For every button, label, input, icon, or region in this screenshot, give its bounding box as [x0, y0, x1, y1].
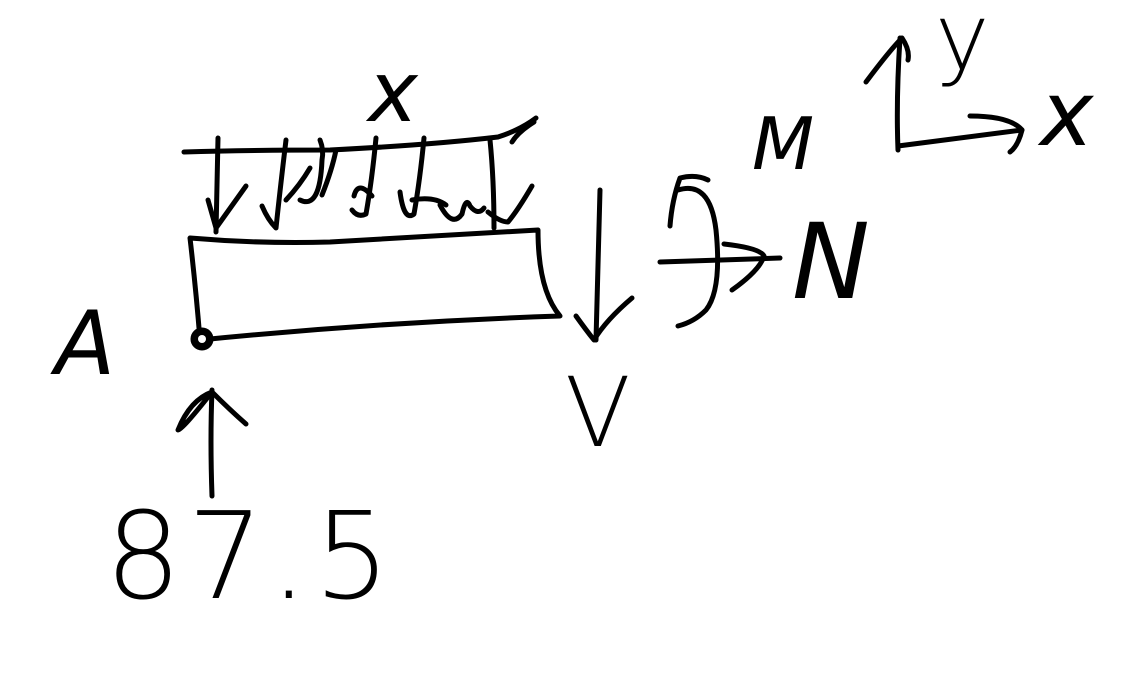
pin-support-A-icon — [190, 327, 214, 351]
coordinate-axes-icon — [863, 35, 1025, 155]
normal-force-label: N — [792, 201, 870, 323]
y-axis-label: y — [935, 0, 990, 91]
reaction-force-value: 87.5 — [105, 488, 397, 627]
moment-arc-icon — [667, 173, 721, 329]
beam-segment — [187, 227, 563, 343]
moment-label: M — [752, 102, 815, 186]
support-label-A: A — [55, 292, 116, 395]
shear-arrow-down-icon — [573, 187, 635, 343]
reaction-arrow-up-icon — [175, 387, 249, 499]
distributed-load — [181, 115, 539, 235]
distributed-load-length-label: x — [368, 43, 418, 141]
x-axis-label: x — [1040, 62, 1094, 167]
shear-force-label: V — [565, 357, 631, 469]
normal-arrow-right-icon — [657, 241, 783, 293]
